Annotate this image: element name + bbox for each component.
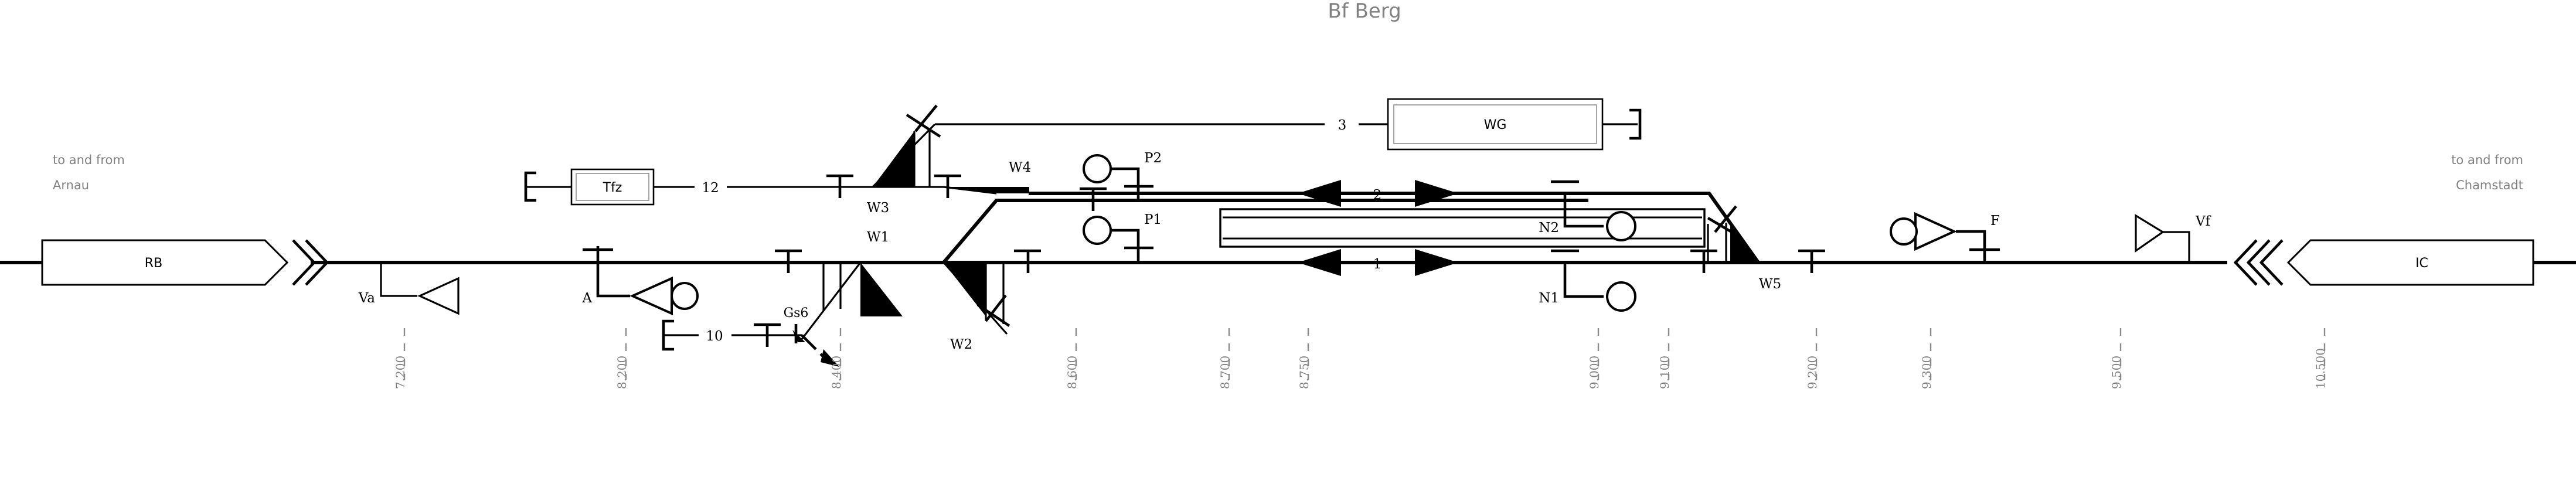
switch-w2[interactable]: W2 [942,249,1041,352]
signal-vf[interactable]: Vf [2135,214,2211,263]
track-3-label: 3 [1338,118,1347,133]
km-marker: 8.600 [1065,328,1079,389]
km-marker: 7.200 [393,328,407,389]
track-10-group: 10 Gs6 [662,306,839,367]
km-marker-label: 8.600 [1065,356,1079,389]
track-2-direction-indicator: 2 [1298,180,1458,207]
signal-p2[interactable]: P2 [1083,151,1162,200]
km-marker-label: 8.750 [1297,356,1311,389]
switch-w5-label: W5 [1759,277,1781,292]
switch-w1[interactable]: W1 [775,230,903,340]
km-marker-label: 9.100 [1658,356,1672,389]
switch-w4[interactable]: W4 [943,160,1583,195]
km-marker: 9.100 [1658,328,1672,389]
right-destination-line1: to and from [2451,153,2523,167]
track-12-label: 12 [702,180,719,196]
km-marker-label: 9.000 [1587,356,1601,389]
signal-n1[interactable]: N1 [1539,249,1636,312]
track-1-direction-indicator: 1 [1298,249,1458,276]
signal-a[interactable]: A [581,246,699,316]
switch-w1-label: W1 [867,230,889,245]
km-marker-label: 8.200 [615,356,629,389]
km-marker: 9.300 [1920,328,1934,389]
track-1-label: 1 [1373,257,1382,272]
signal-n1-label: N1 [1539,291,1559,306]
km-marker: 9.200 [1805,328,1819,389]
derailer-gs6[interactable]: Gs6 [784,306,839,367]
right-direction-box: IC [2233,239,2534,286]
left-destination-line1: to and from [53,153,125,167]
signal-n2-label: N2 [1539,220,1559,236]
signal-p2-label: P2 [1144,151,1162,166]
right-direction-box-label: IC [2415,256,2428,271]
km-marker-label: 8.400 [829,356,843,389]
switch-w5[interactable]: W5 [1583,192,1825,292]
tfz-box-label: Tfz [603,180,622,195]
right-destination-line2: Chamstadt [2456,178,2523,192]
signal-n2[interactable]: N2 [1539,180,1636,241]
left-destination-line2: Arnau [53,178,89,192]
signal-va[interactable]: Va [358,263,460,315]
signal-p1[interactable]: P1 [1083,212,1162,263]
km-marker-label: 8.700 [1218,356,1232,389]
signal-a-label: A [581,291,592,306]
signal-va-label: Va [358,291,375,306]
track-10-label: 10 [706,329,723,344]
km-marker: 8.200 [615,328,629,389]
km-marker-label: 9.300 [1920,356,1934,389]
signal-f-label: F [1990,213,2000,229]
track-3-group: 3 WG [935,98,1642,151]
left-direction-box: RB [41,239,329,286]
left-direction-box-label: RB [145,256,162,271]
track-2-label: 2 [1373,188,1382,203]
km-marker-scale: 7.200 8.200 8.400 8.600 8.700 8.750 9.000 9.100… [393,328,2327,389]
switch-w2-label: W2 [950,337,972,352]
km-marker: 8.750 [1297,328,1311,389]
km-marker: 9.500 [2109,328,2124,389]
signal-vf-label: Vf [2195,214,2211,229]
km-marker-label: 10.500 [2313,348,2327,389]
km-marker-label: 9.500 [2109,356,2124,389]
signal-f[interactable]: F [1890,212,2000,263]
switch-w3-label: W3 [867,200,889,216]
switch-w3[interactable]: W3 [867,104,941,216]
switch-w4-label: W4 [1009,160,1031,175]
signal-p1-label: P1 [1144,212,1162,227]
track-12-group: Tfz 12 [524,168,961,206]
km-marker: 8.700 [1218,328,1232,389]
page-title: Bf Berg [1328,0,1401,23]
km-marker: 9.000 [1587,328,1601,389]
derailer-gs6-label: Gs6 [784,306,809,321]
km-marker: 8.400 [829,328,843,389]
wg-box-label: WG [1484,118,1507,132]
km-marker: 10.500 [2313,328,2327,389]
km-marker-label: 9.200 [1805,356,1819,389]
km-marker-label: 7.200 [393,356,407,389]
